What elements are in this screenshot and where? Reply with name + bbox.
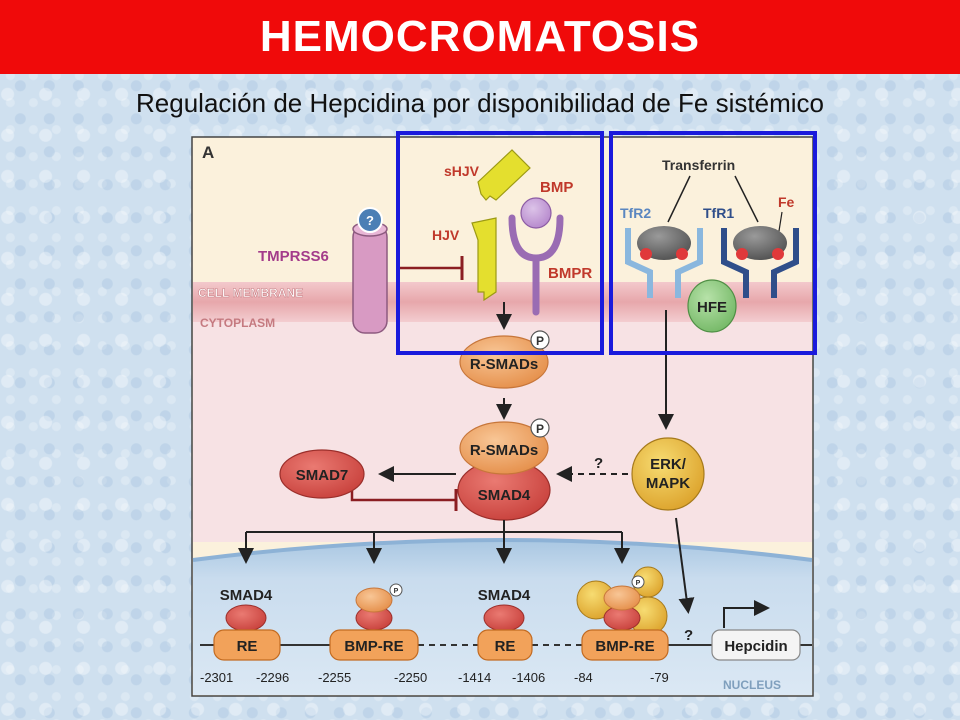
hjv-protein: HJV: [432, 217, 497, 302]
shjv-protein: sHJV: [444, 149, 531, 201]
promoter-positions: -2301 -2296 -2255 -2250 -1414 -1406 -84 …: [200, 670, 669, 685]
re-label-4: BMP-RE: [595, 638, 654, 655]
bmp-label: BMP: [540, 179, 573, 196]
rsmads-label-2: R-SMADs: [470, 442, 538, 459]
erk-label: ERK/: [650, 456, 687, 473]
tfr1-receptor: [721, 226, 799, 298]
phospho-4: P: [636, 580, 641, 587]
tfr2-receptor: [625, 226, 703, 298]
bmpr-receptor: BMPR: [508, 214, 592, 316]
response-element-1: RE: [213, 629, 281, 661]
tmprss6-protein: ? TMPRSS6: [258, 207, 388, 334]
erk-mapk-protein: ERK/ MAPK: [631, 437, 705, 511]
response-element-2: BMP-RE: [329, 629, 419, 661]
transferrin-label: Transferrin: [662, 157, 735, 173]
highlight-box-bmp: [396, 131, 604, 355]
smad4-bound-re2: [483, 604, 525, 632]
position-label: -1414: [458, 670, 491, 685]
position-label: -2296: [256, 670, 289, 685]
position-label: -1406: [512, 670, 545, 685]
phospho-3: P: [394, 588, 399, 595]
slide-title: HEMOCROMATOSIS: [259, 12, 701, 61]
tmprss6-label: TMPRSS6: [258, 248, 329, 265]
mapk-label: MAPK: [646, 475, 690, 492]
nuclear-smad4-label-1: SMAD4: [220, 587, 273, 604]
cytoplasm-label: CYTOPLASM: [200, 316, 275, 330]
title-bar: HEMOCROMATOSIS: [0, 0, 960, 74]
smad-complex-bmp-re2: P: [576, 566, 668, 636]
signal-arrows: [378, 302, 695, 614]
bmp-ligand: BMP: [520, 179, 573, 229]
hfe-protein: HFE: [687, 279, 737, 333]
slide-subtitle: Regulación de Hepcidina por disponibilid…: [136, 88, 824, 118]
hfe-label: HFE: [697, 299, 727, 316]
highlight-box-transferrin: [609, 131, 817, 355]
smad7-label: SMAD7: [296, 467, 349, 484]
smad-complex-bmp-re1: P: [355, 583, 403, 631]
rsmads-complex-membrane: R-SMADs P: [459, 330, 550, 389]
position-label: -84: [574, 670, 593, 685]
rsmads-smad4-complex: SMAD4 R-SMADs P: [457, 418, 551, 521]
unknown-mark: ?: [366, 213, 374, 228]
hjv-label: HJV: [432, 227, 460, 243]
panel-label: A: [202, 143, 214, 162]
position-label: -2250: [394, 670, 427, 685]
hepcidin-gene: Hepcidin: [711, 600, 801, 661]
question-erk-hepcidin: ?: [684, 627, 693, 644]
tfr1-label: TfR1: [703, 205, 734, 221]
response-element-3: RE: [477, 629, 533, 661]
inhibition-arrow: [398, 256, 464, 280]
phospho-2: P: [536, 422, 544, 436]
question-erk-smad: ?: [594, 455, 603, 472]
smad4-bound-re1: [225, 604, 267, 632]
smad7-protein: SMAD7: [279, 449, 365, 499]
re-label-2: BMP-RE: [344, 638, 403, 655]
hepcidin-label: Hepcidin: [724, 638, 787, 655]
response-element-4: BMP-RE: [581, 629, 669, 661]
nuclear-branch-arrows: [238, 520, 630, 564]
shjv-label: sHJV: [444, 163, 480, 179]
position-label: -79: [650, 670, 669, 685]
nuclear-smad4-label-2: SMAD4: [478, 587, 531, 604]
smad4-label: SMAD4: [478, 487, 531, 504]
cell-membrane-label: CELL MEMBRANE: [198, 286, 303, 300]
fe-label: Fe: [778, 194, 795, 210]
re-label-3: RE: [495, 638, 516, 655]
bmpr-label: BMPR: [548, 265, 592, 282]
re-label-1: RE: [237, 638, 258, 655]
phospho-1: P: [536, 334, 544, 348]
position-label: -2301: [200, 670, 233, 685]
transferrin-pointers: [667, 175, 759, 223]
rsmads-label-1: R-SMADs: [470, 356, 538, 373]
nucleus-label: NUCLEUS: [723, 678, 781, 692]
position-label: -2255: [318, 670, 351, 685]
tfr2-label: TfR2: [620, 205, 651, 221]
